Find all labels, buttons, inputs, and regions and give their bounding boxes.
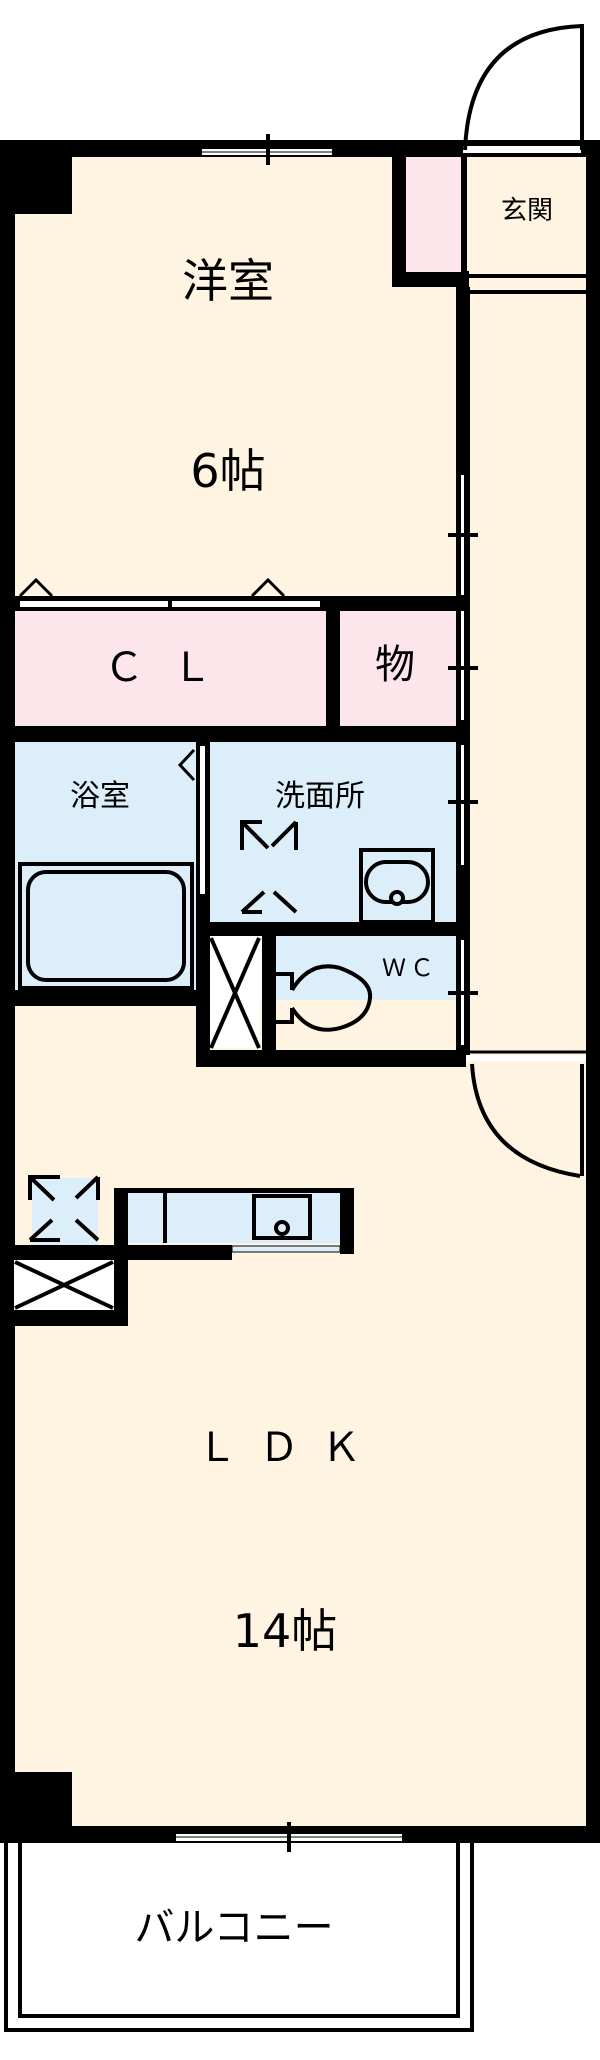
bath-door-mark	[177, 748, 196, 782]
wall-right	[586, 140, 600, 1838]
toilet-bowl	[276, 964, 373, 1032]
ldk-name: ＬＤＫ	[197, 1425, 383, 1471]
column-bottom-left	[0, 1772, 72, 1842]
balcony-name: バルコニー	[134, 1905, 334, 1951]
kitchen-counter-sink	[114, 1188, 354, 1254]
wall-top	[0, 140, 600, 157]
ldk-size: 14帖	[232, 1604, 338, 1658]
bathtub	[18, 862, 194, 990]
entrance-name: 玄関	[500, 196, 553, 226]
closet-door-mark-right	[250, 577, 286, 598]
refrigerator-space	[28, 1175, 100, 1246]
bathroom-name: 浴室	[70, 779, 130, 814]
closet-door-mark-left	[18, 577, 54, 598]
storage-floor	[340, 610, 456, 726]
toilet-name: ＷＣ	[382, 954, 438, 982]
western-room-floor	[14, 155, 456, 595]
western-room-size: 6帖	[190, 444, 266, 498]
closet-name: ＣＬ	[104, 645, 240, 691]
ldk-floor	[14, 1000, 586, 1835]
entrance-door-swing[interactable]	[463, 24, 583, 151]
closet-floor	[14, 610, 326, 726]
wall-left	[0, 140, 15, 1838]
washroom-floor	[210, 742, 456, 922]
washing-machine-pan	[240, 820, 298, 914]
shoe-closet-floor	[406, 155, 466, 272]
ldk-floor-upper	[14, 1065, 586, 1105]
ldk-door-swing[interactable]	[470, 1063, 581, 1178]
washroom-name: 洗面所	[275, 779, 365, 814]
column-top-left	[0, 140, 72, 214]
balcony-outline	[4, 1843, 474, 2032]
storage-name: 物	[375, 642, 415, 688]
western-room-name: 洋室	[182, 254, 274, 308]
wash-basin	[359, 848, 435, 924]
